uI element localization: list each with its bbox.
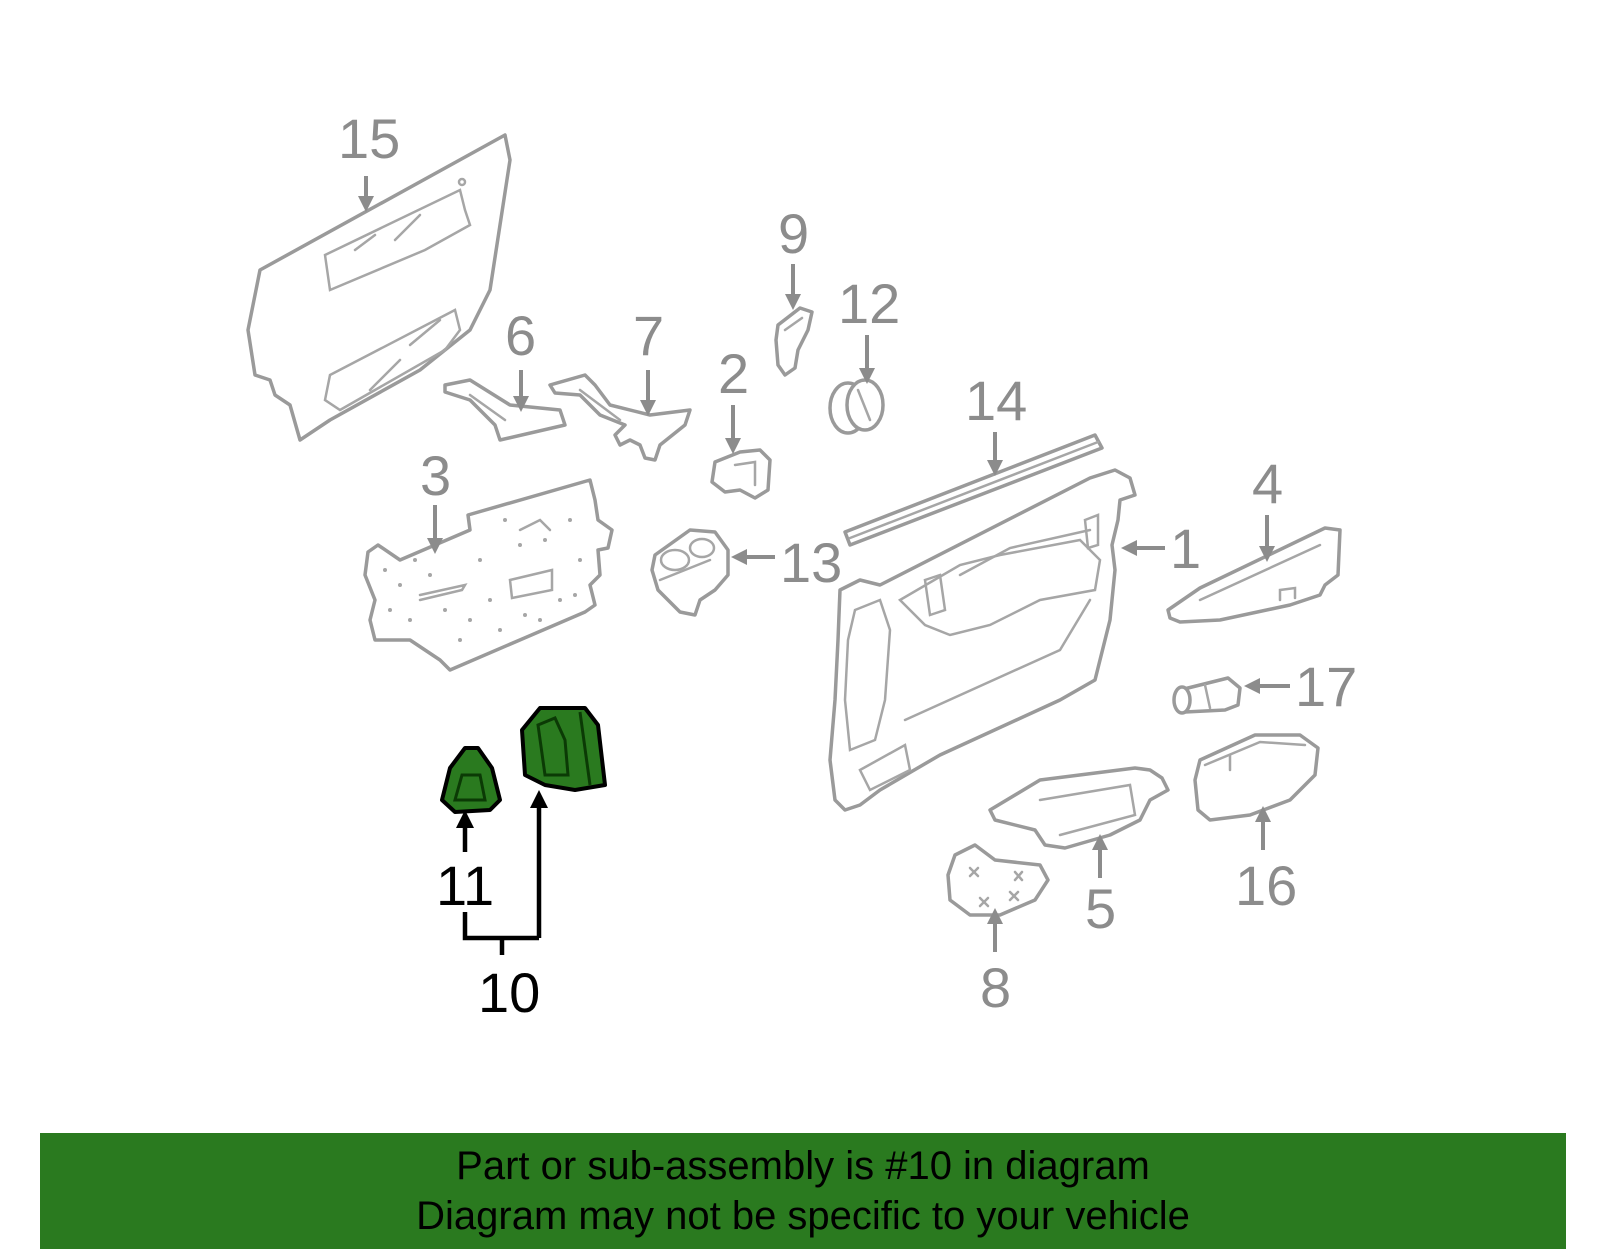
callout-15: 15: [338, 107, 400, 170]
callout-4: 4: [1252, 452, 1283, 515]
part-14-weatherstrip[interactable]: [843, 433, 1104, 547]
parts-diagram: #banner-bg { }: [246, 107, 1357, 1024]
callout-7: 7: [633, 304, 664, 367]
callout-12: 12: [838, 272, 900, 335]
perforation-dots: [383, 518, 582, 642]
part-2-clip[interactable]: [710, 448, 772, 500]
callout-17: 17: [1295, 655, 1357, 718]
callout-3: 3: [420, 444, 451, 507]
part-1-door-trim-panel[interactable]: [828, 468, 1137, 812]
part-11-handle-cover[interactable]: [440, 746, 502, 814]
callout-11: 11: [436, 854, 494, 917]
part-5-armrest[interactable]: [988, 766, 1170, 850]
part-10-handle-bezel[interactable]: [520, 706, 607, 792]
banner-line-part-number: Part or sub-assembly is #10 in diagram: [456, 1144, 1150, 1188]
callout-13: 13: [780, 531, 842, 594]
part-15-door-trim-panel[interactable]: [246, 133, 512, 442]
part-17-lamp[interactable]: [1172, 676, 1242, 715]
part-4-trim-strip[interactable]: [1166, 526, 1342, 624]
callout-2: 2: [718, 342, 749, 405]
highlight-leader-arrows: [456, 790, 548, 955]
leader-arrows: [358, 176, 1290, 952]
callout-labels: 15 6 7 9 12 2 14 3 13 1 4 17 16 5 8 11 1…: [338, 107, 1357, 1024]
part-8-mount-plate[interactable]: [946, 843, 1050, 917]
part-12-grommet[interactable]: [828, 378, 885, 435]
callout-10: 10: [478, 961, 540, 1024]
part-13-window-switch[interactable]: [650, 528, 730, 617]
part-16-pull-handle[interactable]: [1193, 733, 1320, 822]
callout-14: 14: [965, 369, 1027, 432]
callout-5: 5: [1085, 877, 1116, 940]
part-9-handle-insert[interactable]: [774, 306, 814, 377]
info-banner: Part or sub-assembly is #10 in diagram D…: [40, 1133, 1566, 1249]
part-6-bracket[interactable]: [443, 378, 567, 442]
callout-1: 1: [1170, 517, 1201, 580]
banner-line-disclaimer: Diagram may not be specific to your vehi…: [416, 1194, 1190, 1238]
callout-9: 9: [778, 202, 809, 265]
callout-16: 16: [1235, 854, 1297, 917]
part-3-watershield[interactable]: [363, 478, 614, 672]
callout-8: 8: [980, 956, 1011, 1019]
callout-6: 6: [505, 304, 536, 367]
part-7-bracket[interactable]: [548, 373, 692, 462]
